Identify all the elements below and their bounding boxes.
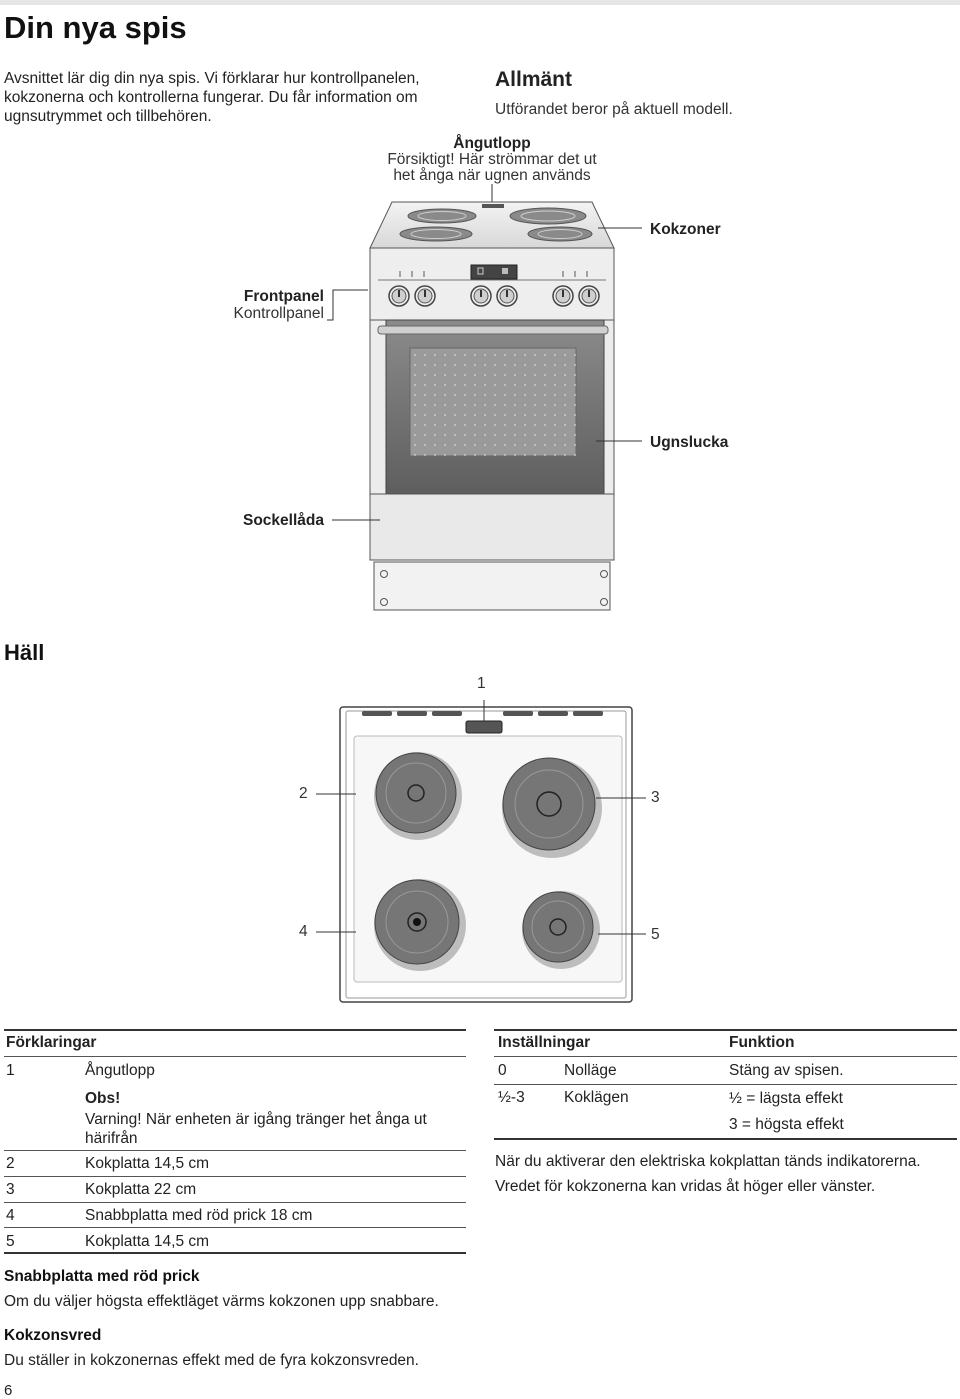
hob-callout-3: 3 — [651, 789, 660, 806]
legend-text: Snabbplatta med röd prick 18 cm — [85, 1207, 313, 1224]
settings-col1-header: Inställningar — [498, 1034, 591, 1051]
settings-bottom-rule — [494, 1138, 957, 1140]
legend-num: 5 — [6, 1233, 15, 1250]
settings-name: Koklägen — [564, 1089, 629, 1106]
quick-plate-text: Om du väljer högsta effektläget värms ko… — [4, 1293, 439, 1310]
settings-value: ½-3 — [498, 1089, 525, 1106]
settings-value: 0 — [498, 1062, 507, 1079]
legend-rule — [4, 1150, 466, 1151]
settings-function-2: 3 = högsta effekt — [729, 1116, 844, 1133]
legend-text: Kokplatta 22 cm — [85, 1181, 197, 1198]
settings-rule — [494, 1056, 957, 1057]
legend-num: 3 — [6, 1181, 15, 1198]
knobs-text: Du ställer in kokzonernas effekt med de … — [4, 1352, 419, 1369]
general-heading: Allmänt — [495, 68, 573, 91]
settings-note-1: När du aktiverar den elektriska kokplatt… — [495, 1153, 921, 1170]
hob-heading: Häll — [4, 640, 45, 665]
legend-rule — [4, 1202, 466, 1203]
hob-callout-4: 4 — [299, 923, 308, 940]
steam-line1: Försiktigt! Här strömmar det ut — [387, 151, 597, 168]
knobs-heading: Kokzonsvred — [4, 1327, 102, 1344]
legend-text: Ångutlopp — [85, 1062, 155, 1079]
oven-door-label: Ugnslucka — [650, 434, 729, 451]
intro-text: Avsnittet lär dig din nya spis. Vi förkl… — [4, 70, 420, 125]
steam-line2: het ånga när ugnen används — [393, 167, 591, 184]
settings-note-2: Vredet för kokzonerna kan vridas åt höge… — [495, 1178, 876, 1195]
top-rule — [0, 0, 960, 5]
legend-top-rule — [4, 1029, 466, 1031]
front-panel-label: Frontpanel — [243, 288, 324, 305]
settings-function: Stäng av spisen. — [729, 1062, 844, 1079]
hob-callout-2: 2 — [299, 785, 308, 802]
hob-callout-5: 5 — [651, 926, 660, 943]
settings-col2-header: Funktion — [729, 1034, 795, 1051]
legend-rule — [4, 1227, 466, 1228]
legend-bottom-rule — [4, 1252, 466, 1254]
general-text: Utförandet beror på aktuell modell. — [495, 101, 733, 118]
base-drawer-label: Sockellåda — [243, 512, 324, 529]
legend-note-heading: Obs! — [85, 1090, 121, 1107]
legend-rule — [4, 1176, 466, 1177]
legend-note-line2: härifrån — [85, 1130, 138, 1147]
legend-rule — [4, 1056, 466, 1057]
quick-plate-heading: Snabbplatta med röd prick — [4, 1268, 200, 1285]
legend-note-line1: Varning! När enheten är igång tränger he… — [85, 1111, 427, 1128]
cooking-zones-label: Kokzoner — [650, 221, 721, 238]
page-title: Din nya spis — [4, 10, 187, 45]
legend-num: 1 — [6, 1062, 15, 1079]
legend-num: 4 — [6, 1207, 15, 1224]
hob-callout-1: 1 — [477, 675, 486, 692]
legend-heading: Förklaringar — [6, 1034, 97, 1051]
settings-function: ½ = lägsta effekt — [729, 1090, 843, 1107]
legend-num: 2 — [6, 1155, 15, 1172]
settings-top-rule — [494, 1029, 957, 1031]
settings-rule — [494, 1084, 957, 1085]
steam-heading: Ångutlopp — [453, 135, 531, 152]
control-panel-label: Kontrollpanel — [233, 305, 324, 322]
legend-text: Kokplatta 14,5 cm — [85, 1233, 210, 1250]
legend-text: Kokplatta 14,5 cm — [85, 1155, 210, 1172]
settings-name: Nolläge — [564, 1062, 617, 1079]
page-number: 6 — [4, 1382, 13, 1399]
